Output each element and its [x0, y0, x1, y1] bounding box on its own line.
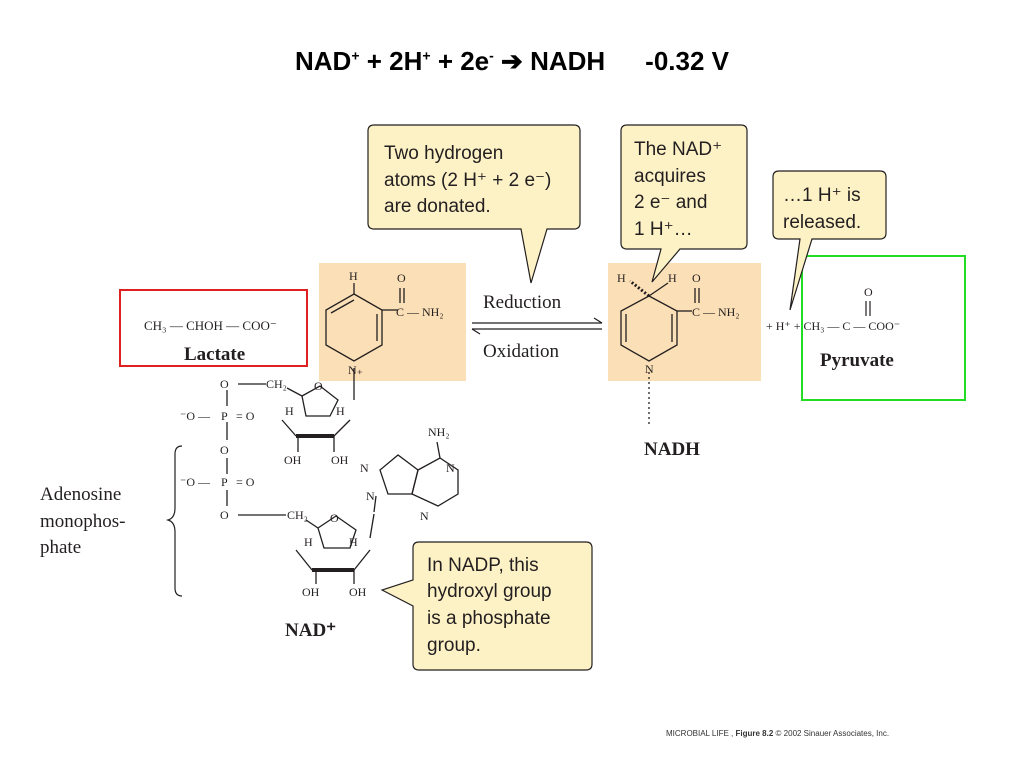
footer-book: MICROBIAL LIFE , [666, 729, 734, 738]
amide-group: C — NH₂ [692, 305, 740, 319]
equilibrium-arrows [471, 317, 603, 335]
nad-label: NAD⁺ [285, 620, 336, 641]
nadh-ring-highlight [608, 263, 761, 381]
o-atom: O [397, 271, 406, 285]
n-atom: N [645, 362, 654, 376]
title-sup: - [489, 47, 494, 64]
callout-line: group. [427, 635, 481, 656]
callout-line: Two hydrogen [384, 143, 503, 164]
amine-group: NH₂ [428, 425, 450, 439]
o-minus: ⁻O — [180, 475, 211, 489]
callout-line: …1 H⁺ is [783, 185, 861, 206]
amp-label-line: monophos- [40, 511, 126, 532]
ch2-group: CH₂ [287, 508, 308, 522]
o-atom: O [220, 377, 229, 391]
o-atom: O [220, 443, 229, 457]
o-atom: O [692, 271, 701, 285]
h-atom: H [617, 271, 626, 285]
pyruvate-formula: + H⁺ + CH₃ — C — COO⁻ [766, 319, 900, 333]
callout-line: are donated. [384, 196, 491, 217]
lactate-formula: CH₃ — CHOH — COO⁻ [144, 318, 277, 333]
title-nadh: NADH [530, 46, 606, 76]
hydroxyl-group: OH [349, 585, 367, 599]
callout-line: In NADP, this [427, 555, 539, 576]
o-atom: O [314, 379, 323, 393]
title-e: + 2e [430, 46, 490, 76]
title-potential: -0.32 V [645, 46, 729, 76]
nad-nicotinamide-ring [325, 283, 405, 362]
arrow-icon: ➔ [493, 46, 531, 76]
h-atom: H [349, 535, 358, 549]
ribose-sugar-1 [226, 368, 355, 516]
slide-title: NAD+ + 2H+ + 2e- ➔ NADH-0.32 V [0, 46, 1024, 77]
o-atom: O [220, 508, 229, 522]
title-sup: + [422, 47, 431, 64]
callout-released: …1 H⁺ is released. [772, 170, 887, 311]
nad-ring-highlight [319, 263, 466, 381]
title-sup: + [351, 47, 360, 64]
amide-group: C — NH₂ [396, 305, 444, 319]
callout-line: atoms (2 H⁺ + 2 e⁻) [384, 170, 551, 191]
amp-label-line: phate [40, 537, 81, 558]
callout-donated: Two hydrogen atoms (2 H⁺ + 2 e⁻) are don… [367, 124, 581, 284]
ribose-sugar-2 [295, 513, 375, 584]
n-atom: N [446, 461, 455, 475]
lactate-label: Lactate [184, 344, 245, 365]
phosphorus-atom: P [221, 409, 228, 423]
h-atom: H [304, 535, 313, 549]
o-atom: O [330, 511, 339, 525]
figure-credit: MICROBIAL LIFE , Figure 8.2 © 2002 Sinau… [666, 729, 889, 738]
oxidation-label: Oxidation [483, 341, 559, 362]
n-plus-atom: N₊ [348, 363, 363, 377]
footer-copyright: © 2002 Sinauer Associates, Inc. [775, 729, 890, 738]
title-nad: NAD [295, 46, 352, 76]
pyruvate-label: Pyruvate [820, 350, 894, 371]
callout-acquires: The NAD⁺ acquires 2 e⁻ and 1 H⁺… [620, 124, 748, 283]
h-atom: H [285, 404, 294, 418]
lactate-box [119, 289, 308, 367]
ch2-group: CH₂ [266, 377, 287, 391]
h-atom: H [336, 404, 345, 418]
callout-line: released. [783, 212, 861, 233]
pyruvate-box [801, 255, 966, 401]
callout-line: 2 e⁻ and [634, 192, 707, 213]
nadh-nicotinamide-ring [620, 279, 700, 426]
n-atom: N [360, 461, 369, 475]
hydroxyl-group: OH [284, 453, 302, 467]
callout-line: is a phosphate [427, 608, 551, 629]
reduction-label: Reduction [483, 292, 562, 313]
title-h: + 2H [359, 46, 423, 76]
o-atom: O [864, 285, 873, 299]
h-atom: H [349, 269, 358, 283]
hydroxyl-group: OH [331, 453, 349, 467]
h-atom: H [668, 271, 677, 285]
n-atom: N [366, 489, 375, 503]
amp-brace [165, 445, 183, 597]
double-bond-o: = O [236, 475, 255, 489]
o-minus: ⁻O — [180, 409, 211, 423]
double-bond-o: = O [236, 409, 255, 423]
callout-nadp: In NADP, this hydroxyl group is a phosph… [380, 541, 593, 671]
callout-line: hydroxyl group [427, 581, 552, 602]
footer-figure: Figure 8.2 [735, 729, 774, 738]
adenine-base [373, 441, 459, 513]
callout-line: acquires [634, 166, 706, 187]
callout-line: 1 H⁺… [634, 219, 693, 240]
callout-line: The NAD⁺ [634, 139, 722, 160]
phosphorus-atom: P [221, 475, 228, 489]
n-atom: N [420, 509, 429, 523]
amp-label-line: Adenosine [40, 484, 121, 505]
hydroxyl-group: OH [302, 585, 320, 599]
nadh-label: NADH [644, 439, 700, 460]
